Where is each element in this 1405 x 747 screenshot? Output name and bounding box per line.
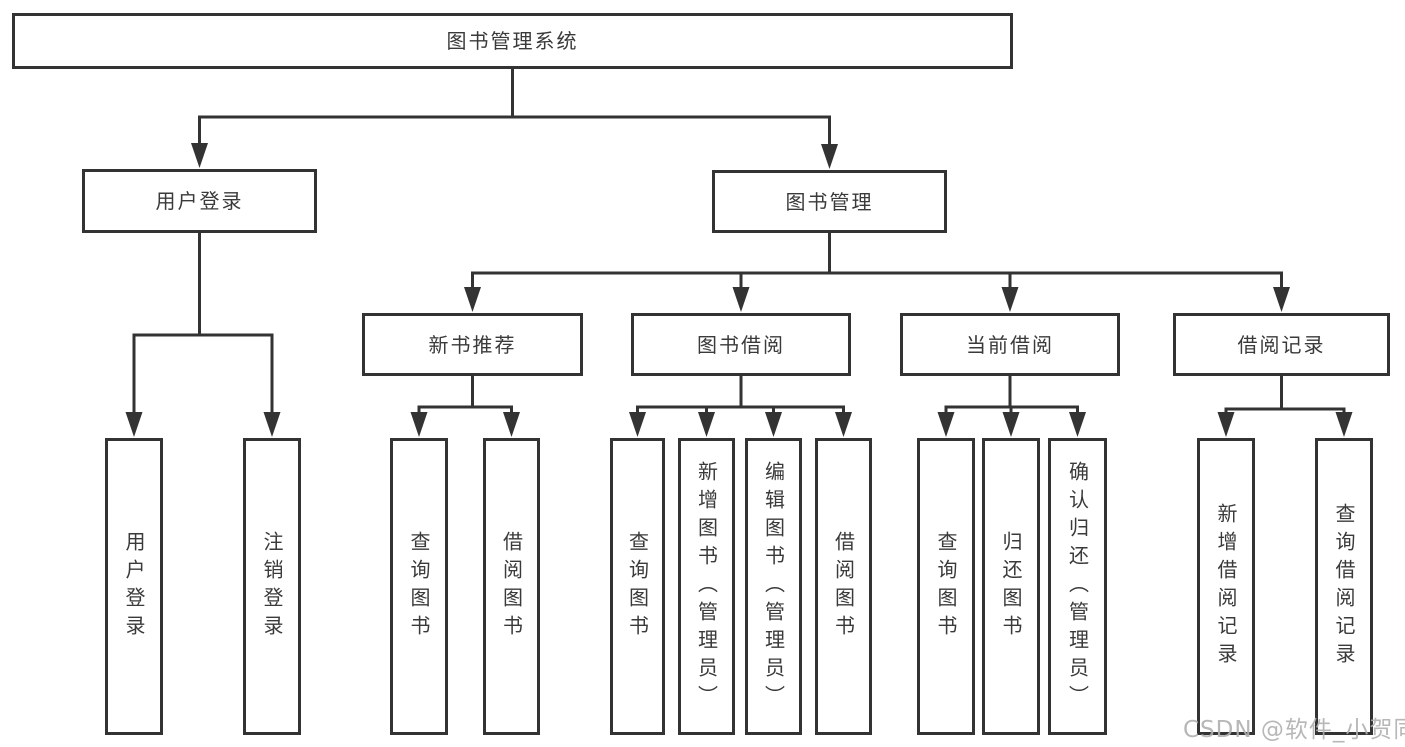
leaf-add-books-admin: 新增图书（管理员） [678, 438, 735, 735]
node-new-book-recommendation: 新书推荐 [362, 313, 583, 376]
arrowhead-icon [732, 287, 750, 312]
leaf-borrow-books: 借阅图书 [815, 438, 872, 735]
leaf-label: 编辑图书（管理员） [761, 460, 786, 713]
leaf-query-books-recommend: 查询图书 [390, 438, 448, 735]
arrowhead-icon [1001, 287, 1019, 312]
arrowhead-icon [937, 412, 955, 437]
leaf-return-books: 归还图书 [982, 438, 1040, 735]
leaf-label: 查询借阅记录 [1332, 502, 1356, 671]
node-label: 图书管理 [785, 189, 874, 214]
node-borrowing-records: 借阅记录 [1173, 313, 1390, 376]
leaf-label: 借阅图书 [831, 530, 856, 643]
arrowhead-icon [1335, 412, 1353, 437]
arrowhead-icon [191, 143, 208, 168]
leaf-confirm-return-admin: 确认归还（管理员） [1048, 438, 1107, 735]
node-label: 用户登录 [155, 189, 244, 213]
leaf-label: 用户登录 [122, 530, 146, 643]
leaf-logout: 注销登录 [243, 438, 301, 735]
node-library-management-system: 图书管理系统 [12, 13, 1013, 69]
arrowhead-icon [503, 412, 520, 437]
watermark: CSDN @软件_小贺同学 [1183, 717, 1405, 743]
leaf-user-login: 用户登录 [105, 438, 163, 735]
arrowhead-icon [464, 287, 481, 312]
leaf-edit-books-admin: 编辑图书（管理员） [745, 438, 802, 735]
arrowhead-icon [698, 412, 715, 437]
node-user-login: 用户登录 [82, 169, 317, 233]
arrowhead-icon [821, 144, 838, 169]
arrowhead-icon [1069, 412, 1086, 437]
leaf-borrow-books-recommend: 借阅图书 [483, 438, 540, 735]
leaf-label: 查询图书 [934, 530, 958, 643]
arrowhead-icon [1217, 412, 1235, 437]
leaf-label: 注销登录 [260, 530, 284, 643]
arrowhead-icon [835, 412, 852, 437]
leaf-query-borrow-record: 查询借阅记录 [1315, 438, 1373, 735]
leaf-label: 借阅图书 [499, 530, 524, 643]
node-label: 图书管理系统 [446, 29, 579, 53]
node-current-borrowing: 当前借阅 [900, 313, 1120, 376]
arrowhead-icon [125, 412, 143, 437]
leaf-label: 新增借阅记录 [1214, 502, 1238, 671]
arrowhead-icon [410, 412, 428, 437]
leaf-label: 确认归还（管理员） [1065, 460, 1090, 713]
leaf-add-borrow-record: 新增借阅记录 [1197, 438, 1255, 735]
arrowhead-icon [1273, 287, 1290, 312]
arrowhead-icon [765, 412, 782, 437]
node-label: 当前借阅 [966, 332, 1054, 357]
arrowhead-icon [263, 412, 281, 437]
arrowhead-icon [629, 412, 646, 437]
node-book-borrowing: 图书借阅 [631, 313, 851, 376]
node-label: 图书借阅 [697, 332, 785, 357]
leaf-label: 归还图书 [999, 530, 1023, 643]
node-label: 新书推荐 [428, 332, 517, 357]
arrowhead-icon [1002, 412, 1020, 437]
leaf-label: 查询图书 [625, 530, 650, 643]
leaf-query-books-borrowing: 查询图书 [610, 438, 665, 735]
node-book-management: 图书管理 [712, 170, 947, 233]
node-label: 借阅记录 [1237, 332, 1326, 357]
leaf-query-books-current: 查询图书 [917, 438, 975, 735]
leaf-label: 新增图书（管理员） [694, 460, 719, 713]
leaf-label: 查询图书 [407, 530, 431, 643]
